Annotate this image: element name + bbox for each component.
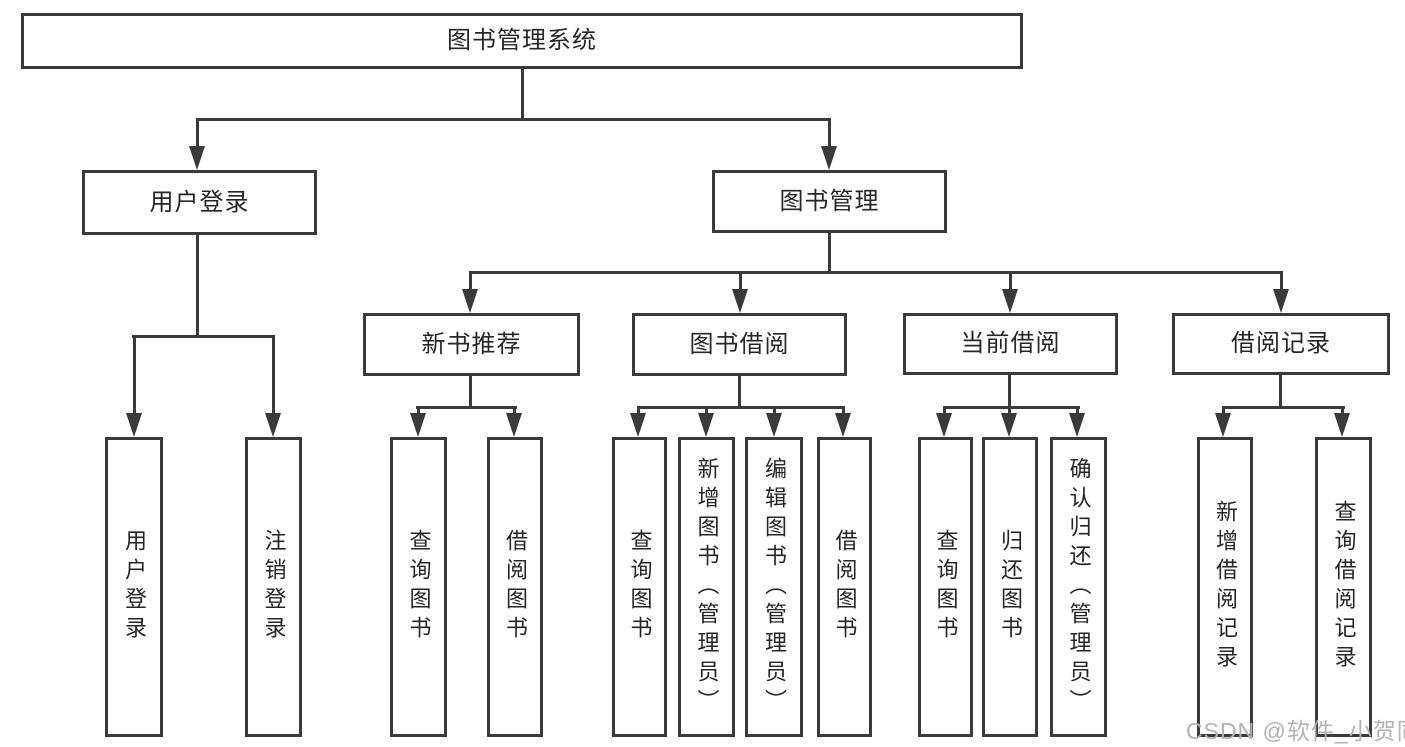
connector-line (1221, 406, 1225, 418)
arrow-down-icon (821, 146, 837, 170)
node-new-book-recommend: 新书推荐 (363, 313, 580, 376)
leaf-borrow-book: 借阅图书 (817, 437, 872, 737)
connector-line (468, 376, 472, 409)
connector-line (1222, 406, 1345, 409)
connector-line (943, 406, 1080, 409)
arrow-down-icon (1273, 289, 1289, 313)
connector-line (416, 406, 420, 418)
connector-line (1007, 406, 1011, 418)
arrow-down-icon (462, 289, 478, 313)
arrow-down-icon (1002, 289, 1018, 313)
arrow-down-icon (698, 413, 714, 437)
connector-line (827, 118, 831, 152)
arrow-down-icon (936, 413, 952, 437)
leaf-confirm-return-admin: 确认归还（管理员） (1050, 437, 1107, 737)
arrow-down-icon (410, 413, 426, 437)
connector-line (196, 118, 831, 121)
arrow-down-icon (1001, 413, 1017, 437)
arrow-down-icon (1069, 413, 1085, 437)
connector-line (512, 406, 516, 418)
leaf-add-borrow-record: 新增借阅记录 (1197, 437, 1253, 737)
watermark: CSDN @软件_小贺同学 (1186, 718, 1405, 744)
connector-line (704, 406, 708, 418)
leaf-query-book-newrec: 查询图书 (390, 437, 447, 737)
arrow-down-icon (265, 413, 281, 437)
leaf-edit-book-admin: 编辑图书（管理员） (745, 437, 803, 737)
node-root: 图书管理系统 (21, 13, 1023, 69)
connector-line (636, 406, 640, 418)
leaf-borrow-book-newrec: 借阅图书 (487, 437, 543, 737)
connector-line (942, 406, 946, 418)
connector-line (1340, 406, 1344, 418)
connector-line (637, 406, 845, 409)
connector-line (1007, 375, 1011, 409)
connector-line (132, 335, 136, 417)
leaf-add-book-admin: 新增图书（管理员） (678, 437, 735, 737)
leaf-query-book-borrow: 查询图书 (612, 437, 667, 737)
arrow-down-icon (835, 413, 851, 437)
arrow-down-icon (126, 413, 142, 437)
node-current-borrow: 当前借阅 (903, 313, 1118, 375)
connector-line (841, 406, 845, 418)
leaf-query-borrow-record: 查询借阅记录 (1315, 437, 1372, 737)
connector-line (195, 118, 199, 152)
connector-line (416, 406, 517, 409)
arrow-down-icon (506, 413, 522, 437)
connector-line (738, 271, 742, 293)
leaf-user-login: 用户登录 (105, 437, 163, 737)
node-user-login: 用户登录 (82, 170, 317, 235)
arrow-down-icon (630, 413, 646, 437)
connector-line (468, 271, 472, 293)
arrow-down-icon (1334, 413, 1350, 437)
node-borrow-record: 借阅记录 (1172, 313, 1390, 375)
leaf-return-book: 归还图书 (982, 437, 1038, 737)
arrow-down-icon (1215, 413, 1231, 437)
connector-line (195, 235, 199, 338)
connector-line (827, 233, 831, 274)
node-book-management: 图书管理 (712, 170, 947, 233)
connector-line (737, 376, 741, 409)
leaf-query-book-current: 查询图书 (918, 437, 973, 737)
connector-line (271, 335, 275, 417)
connector-line (469, 271, 1283, 274)
node-book-borrow: 图书借阅 (632, 313, 847, 376)
connector-line (520, 69, 524, 121)
connector-line (1279, 271, 1283, 293)
arrow-down-icon (766, 413, 782, 437)
connector-line (132, 335, 275, 338)
connector-line (1075, 406, 1079, 418)
connector-line (1278, 375, 1282, 409)
connector-line (1008, 271, 1012, 293)
arrow-down-icon (189, 146, 205, 170)
leaf-logout: 注销登录 (245, 437, 302, 737)
connector-line (772, 406, 776, 418)
arrow-down-icon (732, 289, 748, 313)
